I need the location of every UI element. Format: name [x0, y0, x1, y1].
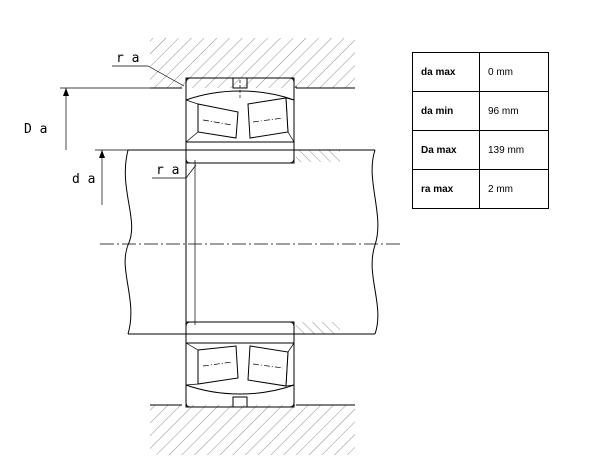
dimension-da: d a — [72, 149, 128, 205]
dimension-Da: D a — [24, 87, 182, 150]
bearing-lower — [185, 321, 295, 408]
leader-ra-top: r a — [112, 51, 185, 87]
dim-value: 139 mm — [479, 130, 549, 170]
table-row: Da max 139 mm — [412, 130, 549, 170]
housing-top — [150, 38, 355, 89]
leader-ra-inner: r a — [152, 163, 197, 179]
dim-name: ra max — [412, 169, 480, 209]
label-da: d a — [72, 172, 95, 187]
shaft — [124, 149, 379, 335]
dim-value: 0 mm — [479, 52, 549, 92]
table-row: da max 0 mm — [412, 52, 549, 92]
dimensions-table: da max 0 mm da min 96 mm Da max 139 mm r… — [412, 52, 549, 209]
label-ra-top: r a — [116, 51, 139, 66]
bearing-upper — [185, 77, 295, 164]
dim-name: da min — [412, 91, 480, 131]
lubrication-hole-icon — [232, 77, 248, 100]
dim-value: 2 mm — [479, 169, 549, 209]
label-Da: D a — [24, 122, 47, 137]
housing-bottom — [150, 404, 355, 455]
dim-name: Da max — [412, 130, 480, 170]
label-ra-inner: r a — [156, 163, 179, 178]
table-row: da min 96 mm — [412, 91, 549, 131]
dim-name: da max — [412, 52, 480, 92]
dim-value: 96 mm — [479, 91, 549, 131]
table-row: ra max 2 mm — [412, 169, 549, 209]
shaft-shoulder — [296, 149, 340, 335]
